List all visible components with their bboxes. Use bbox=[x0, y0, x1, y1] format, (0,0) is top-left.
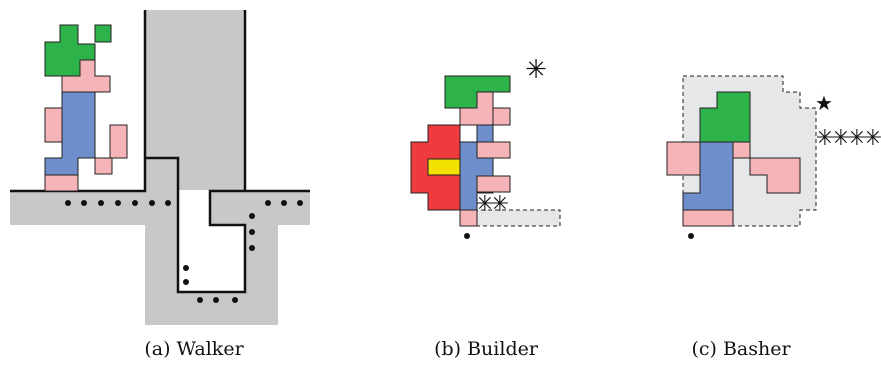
caption-basher: (c) Basher bbox=[691, 338, 791, 360]
basher-asterisk-1: ✳ bbox=[816, 126, 834, 151]
caption-walker: (a) Walker bbox=[144, 338, 244, 360]
walker-dot bbox=[65, 200, 71, 206]
basher-star: ★ bbox=[815, 91, 833, 115]
basher-arm-back bbox=[666, 141, 701, 176]
caption-builder: (b) Builder bbox=[434, 338, 538, 360]
walker-dot bbox=[265, 200, 271, 206]
builder-foot bbox=[459, 209, 478, 227]
walker-lemming bbox=[44, 24, 128, 192]
walker-foot-back bbox=[44, 174, 79, 192]
builder-hand-lower bbox=[476, 175, 511, 193]
basher-asterisk-3: ✳ bbox=[848, 126, 866, 151]
builder-dot bbox=[464, 233, 470, 239]
builder-brick bbox=[427, 158, 461, 176]
walker-surface-line bbox=[10, 156, 310, 294]
walker-dot bbox=[249, 245, 255, 251]
walker-dot bbox=[232, 297, 238, 303]
walker-dot bbox=[115, 200, 121, 206]
walker-dot bbox=[249, 213, 255, 219]
walker-dot bbox=[183, 265, 189, 271]
basher-face bbox=[732, 141, 751, 159]
basher-dot bbox=[688, 233, 694, 239]
builder-face-right bbox=[492, 107, 511, 126]
basher-foot bbox=[682, 209, 734, 227]
walker-dot bbox=[213, 297, 219, 303]
walker-dot bbox=[197, 297, 203, 303]
basher-hand bbox=[749, 157, 801, 194]
basher-asterisk-2: ✳ bbox=[832, 126, 850, 151]
walker-hand-back bbox=[44, 107, 63, 143]
walker-dot bbox=[281, 200, 287, 206]
walker-hand-front bbox=[109, 124, 128, 159]
walker-dot bbox=[98, 200, 104, 206]
panel-walker bbox=[10, 10, 310, 325]
walker-hair-tuft bbox=[94, 24, 112, 43]
walker-path-dots bbox=[65, 200, 303, 303]
walker-dot bbox=[297, 200, 303, 206]
basher-asterisk-4: ✳ bbox=[864, 126, 881, 151]
basher-lemming bbox=[666, 91, 801, 227]
walker-dot bbox=[149, 200, 155, 206]
builder-asterisk-bridge-2: ✳ bbox=[491, 192, 509, 217]
panel-basher: ★ ✳ ✳ ✳ ✳ bbox=[666, 75, 881, 239]
builder-lemming bbox=[410, 75, 511, 227]
walker-dot bbox=[249, 229, 255, 235]
builder-hand bbox=[476, 141, 511, 159]
builder-asterisk-up: ✳ bbox=[525, 55, 547, 85]
walker-dot bbox=[132, 200, 138, 206]
walker-foot-front bbox=[94, 157, 113, 175]
builder-asterisk-bridge-1: ✳ bbox=[476, 192, 494, 217]
panel-builder: ✳ ✳ ✳ bbox=[410, 55, 561, 239]
walker-pit bbox=[178, 190, 245, 292]
walker-dot bbox=[165, 200, 171, 206]
walker-dot bbox=[81, 200, 87, 206]
walker-dot bbox=[183, 279, 189, 285]
